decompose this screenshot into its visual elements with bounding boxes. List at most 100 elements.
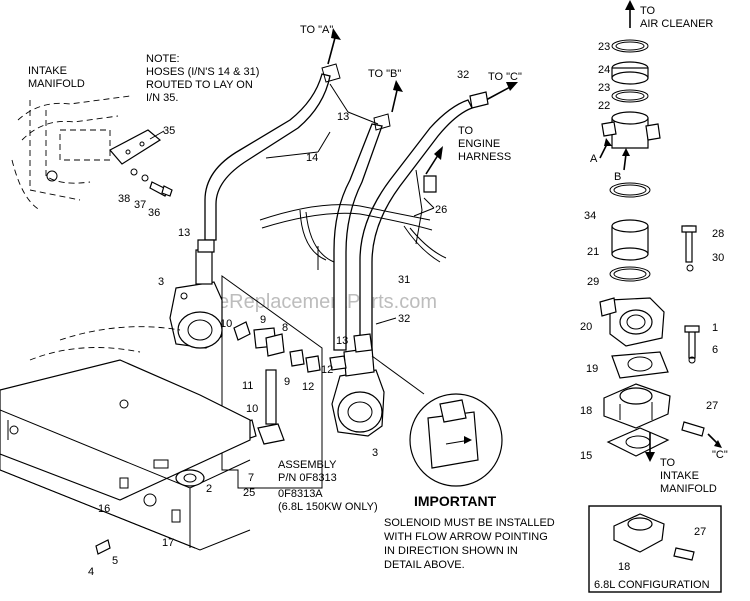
svg-text:10: 10 — [246, 403, 258, 415]
regulator-3-center — [329, 333, 385, 437]
svg-text:4: 4 — [88, 566, 94, 578]
air-cleaner-stack — [601, 39, 661, 282]
svg-text:14: 14 — [306, 152, 318, 164]
bracket-35 — [109, 129, 173, 197]
to-intake-line-1: TO — [660, 457, 676, 469]
engine-harness-line-1: TO — [458, 125, 474, 137]
important-line-2: WITH FLOW ARROW POINTING — [384, 531, 548, 543]
svg-text:3: 3 — [372, 447, 378, 459]
air-cleaner-line-1: TO — [640, 5, 656, 17]
svg-text:12: 12 — [321, 364, 333, 376]
hose-routing-note: NOTE: HOSES (I/N'S 14 & 31) ROUTED TO LA… — [146, 53, 262, 104]
assembly-alt-line-1: 0F8313A — [278, 488, 323, 500]
svg-text:22: 22 — [598, 100, 610, 112]
to-intake-line-3: MANIFOLD — [660, 483, 717, 495]
intake-manifold-line-2: MANIFOLD — [28, 78, 85, 90]
gasket-19 — [611, 351, 669, 379]
note-line-1: NOTE: — [146, 53, 180, 65]
svg-text:13: 13 — [336, 335, 348, 347]
to-air-cleaner-label: TO AIR CLEANER — [640, 5, 713, 30]
assembly-line-1: ASSEMBLY — [278, 459, 337, 471]
to-engine-harness-label: TO ENGINE HARNESS — [458, 125, 511, 163]
svg-text:16: 16 — [98, 503, 110, 515]
to-intake-line-2: INTAKE — [660, 470, 699, 482]
svg-text:18: 18 — [618, 561, 630, 573]
svg-text:10: 10 — [220, 318, 232, 330]
svg-text:25: 25 — [243, 487, 255, 499]
svg-text:32: 32 — [457, 69, 469, 81]
svg-text:36: 36 — [148, 207, 160, 219]
config-box — [588, 505, 722, 593]
svg-text:11: 11 — [242, 380, 253, 392]
svg-text:27: 27 — [706, 400, 718, 412]
to-c-label: TO "C" — [488, 71, 522, 83]
intake-manifold-line-1: INTAKE — [28, 65, 67, 77]
svg-text:21: 21 — [587, 246, 599, 258]
svg-text:24: 24 — [598, 64, 610, 76]
svg-text:17: 17 — [162, 537, 174, 549]
assembly-outline — [221, 275, 323, 489]
svg-text:19: 19 — [586, 363, 598, 375]
throttle-body-20 — [599, 297, 665, 347]
letter-a: A — [590, 153, 598, 165]
gasket-15 — [606, 427, 670, 457]
svg-text:6: 6 — [712, 344, 718, 356]
regulator-3-left — [169, 239, 223, 349]
to-b-label: TO "B" — [368, 68, 401, 80]
important-line-1: SOLENOID MUST BE INSTALLED — [384, 517, 555, 529]
svg-text:20: 20 — [580, 321, 592, 333]
svg-text:3: 3 — [158, 276, 164, 288]
assembly-alt-line-2: (6.8L 150KW ONLY) — [278, 501, 378, 513]
bolt-1 — [684, 325, 700, 359]
assembly-line-2: P/N 0F8313 — [278, 472, 337, 484]
to-intake-manifold-label: TO INTAKE MANIFOLD — [660, 457, 717, 495]
to-a-label: TO "A" — [300, 24, 333, 36]
config-label: 6.8L CONFIGURATION — [594, 579, 710, 591]
svg-text:9: 9 — [260, 314, 266, 326]
svg-text:5: 5 — [112, 555, 118, 567]
svg-text:29: 29 — [587, 276, 599, 288]
letter-b: B — [614, 171, 621, 183]
fitting-27 — [681, 421, 705, 437]
letter-c: "C" — [712, 449, 728, 461]
svg-text:23: 23 — [598, 82, 610, 94]
intake-manifold-sketch — [11, 95, 131, 211]
svg-text:18: 18 — [580, 405, 592, 417]
svg-text:27: 27 — [694, 526, 706, 538]
svg-text:30: 30 — [712, 252, 724, 264]
clamp-13b — [373, 113, 391, 131]
note-line-2: HOSES (I/N'S 14 & 31) — [146, 66, 259, 78]
svg-text:1: 1 — [712, 322, 718, 334]
svg-text:32: 32 — [398, 313, 410, 325]
note-line-3: ROUTED TO LAY ON — [146, 79, 253, 91]
engine-harness-line-2: ENGINE — [458, 138, 500, 150]
svg-text:8: 8 — [282, 322, 288, 334]
assembly-fittings — [233, 321, 321, 445]
note-line-4: I/N 35. — [146, 92, 178, 104]
engine-harness-line-3: HARNESS — [458, 151, 511, 163]
svg-text:31: 31 — [398, 274, 410, 286]
important-line-3: IN DIRECTION SHOWN IN — [384, 545, 518, 557]
svg-text:15: 15 — [580, 450, 592, 462]
svg-text:38: 38 — [118, 193, 130, 205]
bolt-28 — [681, 225, 697, 263]
flange-2 — [175, 469, 205, 487]
svg-text:9: 9 — [284, 376, 290, 388]
solenoid-detail — [371, 355, 503, 487]
svg-text:2: 2 — [206, 483, 212, 495]
svg-text:12: 12 — [302, 381, 314, 393]
important-text: SOLENOID MUST BE INSTALLED WITH FLOW ARR… — [384, 517, 558, 571]
svg-text:26: 26 — [435, 204, 447, 216]
svg-text:13: 13 — [178, 227, 190, 239]
engine-harness — [259, 169, 447, 270]
svg-text:23: 23 — [598, 41, 610, 53]
adapter-18 — [603, 383, 671, 429]
svg-text:13: 13 — [337, 111, 349, 123]
hose-14 — [204, 73, 383, 351]
svg-text:7: 7 — [248, 472, 254, 484]
config-adapter — [613, 513, 695, 561]
assembly-label: ASSEMBLY P/N 0F8313 — [278, 459, 339, 484]
important-line-4: DETAIL ABOVE. — [384, 559, 465, 571]
svg-text:28: 28 — [712, 228, 724, 240]
